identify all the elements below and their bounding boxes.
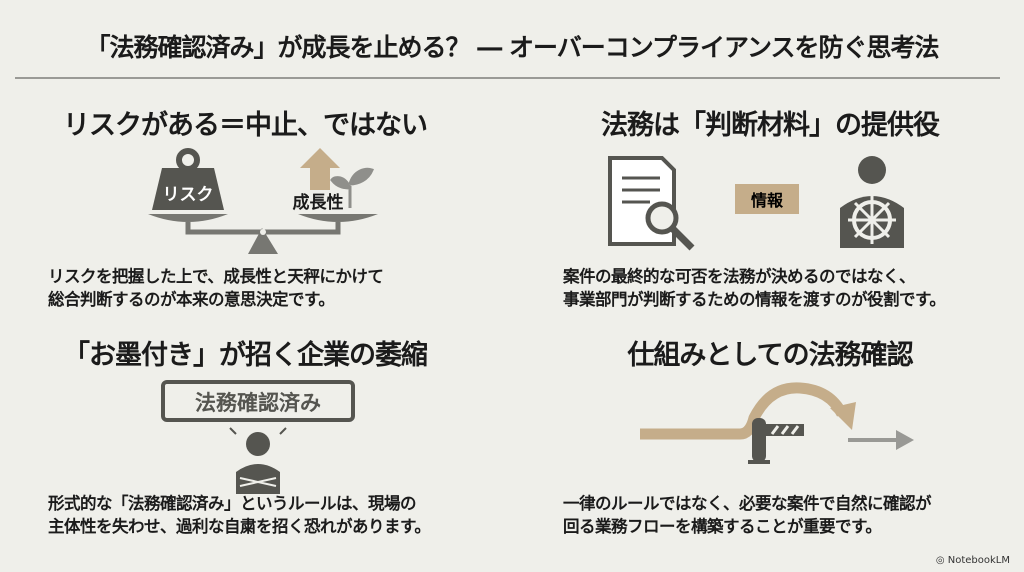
stamp-label: 法務確認済み bbox=[195, 391, 321, 415]
stamp-illustration: 法務確認済み bbox=[161, 380, 355, 494]
info-flow-illustration: 情報 bbox=[608, 156, 904, 251]
risk-label: リスク bbox=[163, 185, 214, 205]
section-body-shrink: 形式的な「法務確認済み」というルールは、現場の主体性を失わせ、過利な自粛を招く恐… bbox=[48, 494, 431, 536]
page-title: 「法務確認済み」が成長を止める？ ― オーバーコンプライアンスを防ぐ思考法 bbox=[85, 33, 940, 62]
document-search-icon bbox=[608, 156, 695, 251]
section-body-risk: リスクを把握した上で、成長性と天秤にかけて総合判断するのが本来の意思決定です。 bbox=[48, 267, 384, 309]
arrow-up-icon bbox=[300, 148, 340, 190]
businessperson-helm-icon bbox=[840, 156, 904, 248]
section-body-system: 一律のルールではなく、必要な案件で自然に確認が回る業務フローを構築することが重要… bbox=[563, 494, 932, 536]
section-heading-system: 仕組みとしての法務確認 bbox=[627, 340, 913, 371]
worried-person-icon bbox=[229, 427, 287, 494]
curved-arrow bbox=[640, 382, 847, 440]
notebooklm-logo: ◎ NotebookLM bbox=[935, 555, 1010, 566]
info-label: 情報 bbox=[751, 191, 784, 210]
divider bbox=[15, 77, 1000, 79]
growth-label: 成長性 bbox=[293, 192, 344, 213]
section-heading-legal-role: 法務は「判断材料」の提供役 bbox=[601, 110, 940, 141]
sprout-icon bbox=[330, 167, 374, 208]
info-box bbox=[735, 184, 799, 214]
barrier-gate-icon bbox=[748, 418, 804, 464]
flow-bypass-illustration bbox=[640, 382, 914, 464]
section-heading-shrink: 「お墨付き」が招く企業の萎縮 bbox=[63, 340, 428, 371]
stamp-frame bbox=[161, 380, 355, 422]
scale-illustration: リスク 成長性 bbox=[148, 148, 378, 254]
notebooklm-icon: ◎ bbox=[935, 555, 945, 566]
section-body-legal-role: 案件の最終的な可否を法務が決めるのではなく、事業部門が判断するための情報を渡すの… bbox=[563, 267, 946, 309]
section-heading-risk: リスクがある＝中止、ではない bbox=[63, 110, 428, 141]
weight-icon bbox=[152, 148, 224, 210]
